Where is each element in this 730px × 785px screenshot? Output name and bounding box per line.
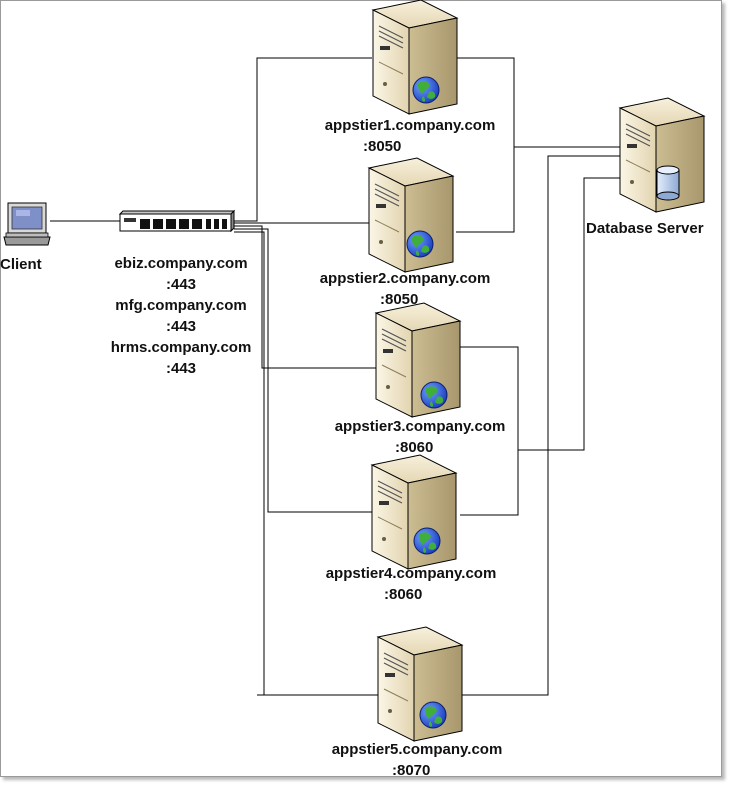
web-server-icon xyxy=(368,157,454,273)
wire-lb-appstier4 xyxy=(234,228,372,513)
load-balancer-icon xyxy=(118,209,236,233)
client-label: Client xyxy=(0,256,42,273)
database-server-label: Database Server xyxy=(586,220,704,237)
diagram-frame xyxy=(0,0,722,777)
connection-lines xyxy=(50,57,620,696)
wire-appstier3-4-bus xyxy=(460,346,519,516)
appstier5-host: appstier5.company.com xyxy=(331,741,503,758)
lb-port-1: :443 xyxy=(165,276,197,293)
load-balancer-label: ebiz.company.com :443 mfg.company.com :4… xyxy=(96,253,266,379)
wire-appstier5-db xyxy=(460,155,620,696)
appstier1-port: :8050 xyxy=(363,138,402,155)
appstier4-port: :8060 xyxy=(384,586,423,603)
appstier2-port: :8050 xyxy=(380,291,419,308)
lb-port-3: :443 xyxy=(165,360,197,377)
appstier5-port: :8070 xyxy=(392,762,431,779)
wire-bus34-db xyxy=(518,177,620,451)
wire-appstier1-2-bus xyxy=(456,57,515,233)
database-server-icon xyxy=(619,97,705,213)
wire-lb-appstier1 xyxy=(234,57,372,222)
lb-port-2: :443 xyxy=(165,318,197,335)
appstier2-label: appstier2.company.com :8050 xyxy=(300,268,510,310)
appstier1-host: appstier1.company.com xyxy=(324,117,496,134)
appstier5-label: appstier5.company.com :8070 xyxy=(312,739,522,781)
lb-host-3: hrms.company.com xyxy=(110,339,252,356)
appstier3-port: :8060 xyxy=(395,439,434,456)
appstier3-host: appstier3.company.com xyxy=(334,418,506,435)
appstier4-label: appstier4.company.com :8060 xyxy=(306,563,516,605)
web-server-icon xyxy=(375,302,461,418)
wire-lb-appstier3 xyxy=(234,225,378,369)
appstier1-label: appstier1.company.com :8050 xyxy=(305,115,515,157)
lb-host-1: ebiz.company.com xyxy=(114,255,248,272)
lb-host-2: mfg.company.com xyxy=(115,297,247,314)
web-server-icon xyxy=(372,0,458,115)
web-server-icon xyxy=(371,454,457,570)
appstier2-host: appstier2.company.com xyxy=(319,270,491,287)
appstier4-host: appstier4.company.com xyxy=(325,565,497,582)
appstier3-label: appstier3.company.com :8060 xyxy=(315,416,525,458)
desktop-computer-icon xyxy=(3,202,51,246)
web-server-icon xyxy=(377,626,463,742)
